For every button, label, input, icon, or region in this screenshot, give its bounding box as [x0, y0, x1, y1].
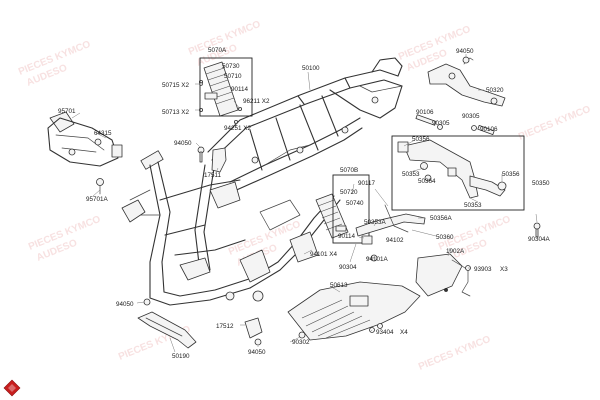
brand-logo [3, 379, 21, 397]
label-50350: 50350 [532, 180, 550, 187]
label-90305-b: 90305 [462, 113, 480, 120]
bracket-50320 [427, 57, 506, 107]
label-50320: 50320 [486, 87, 504, 94]
label-94050-left: 94050 [116, 301, 134, 308]
leader-lines [71, 54, 538, 353]
part-labels: 5070A 50730 50710 90114 96211 X2 50715 X… [58, 47, 551, 360]
label-17511: 17511 [204, 172, 222, 179]
label-90304A: 90304A [528, 236, 551, 243]
label-50190: 50190 [172, 353, 190, 360]
bracket-17511 [211, 147, 227, 173]
bolt-90304A [533, 222, 541, 238]
label-50740: 50740 [346, 200, 364, 207]
bolt-90106-a [415, 114, 437, 126]
label-96211: 96211 X2 [243, 98, 270, 105]
label-90117: 90117 [358, 180, 376, 187]
label-1902A: 1902A [446, 248, 465, 255]
label-90106-a: 90106 [416, 109, 434, 116]
cover-1902A [415, 253, 471, 297]
label-50356-a: 50356 [412, 136, 430, 143]
label-50353-a: 50353 [402, 171, 420, 178]
front-bracket-64315 [47, 111, 123, 167]
bracket-50190 [137, 311, 197, 349]
label-94050-front: 94050 [174, 140, 192, 147]
watermark: PIECES KYMCO [417, 334, 492, 373]
bolt-94050-left [143, 298, 151, 306]
label-50720: 50720 [340, 189, 358, 196]
label-94101A: 94101A [366, 256, 389, 263]
label-90304: 90304 [339, 264, 357, 271]
label-93404: 93404 [376, 329, 394, 336]
footrest-5070B [315, 193, 349, 239]
bolt-94050-bottom [254, 338, 262, 346]
label-50356A: 50356A [430, 215, 453, 222]
floor-panel-50613 [287, 281, 421, 341]
label-50613: 50613 [330, 282, 348, 289]
label-50353A: 50353A [364, 219, 387, 226]
label-95701: 95701 [58, 108, 76, 115]
bolt-90305 [437, 124, 477, 131]
label-90114: 90114 [231, 86, 249, 93]
watermark: PIECES KYMCO [517, 104, 592, 143]
label-17512: 17512 [216, 323, 234, 330]
label-50710: 50710 [224, 73, 242, 80]
box-50350 [391, 135, 525, 211]
bolt-95701A [96, 178, 104, 195]
label-90106-b: 90106 [480, 126, 498, 133]
label-90305-a: 90305 [432, 120, 450, 127]
label-64315: 64315 [94, 130, 112, 137]
bolt-90106-b [477, 124, 495, 136]
label-5070A: 5070A [208, 47, 227, 54]
label-93903: 93903 [474, 266, 492, 273]
label-50100: 50100 [302, 65, 320, 72]
nut-90302 [298, 331, 306, 339]
label-50353-b: 50353 [464, 202, 482, 209]
label-50713: 50713 X2 [162, 109, 189, 116]
label-94251: 94251 X2 [224, 125, 251, 132]
center-stand-50350 [397, 139, 507, 199]
label-95701A: 95701A [86, 196, 109, 203]
label-94101-x4: 94101 X4 [310, 251, 337, 258]
bolt-94050-front [197, 146, 205, 163]
label-50356-b: 50356 [502, 171, 520, 178]
label-50364: 50364 [418, 178, 436, 185]
bracket-17512 [244, 317, 263, 339]
label-93903-qty: X3 [500, 266, 508, 273]
box-5070A [199, 57, 253, 117]
label-93404-qty: X4 [400, 329, 408, 336]
label-90302: 90302 [292, 339, 310, 346]
box-5070B [332, 174, 370, 244]
label-5070B: 5070B [340, 167, 358, 174]
label-90114-b: 90114 [338, 233, 356, 240]
label-94050-bottom: 94050 [248, 349, 266, 356]
label-50715: 50715 X2 [162, 82, 189, 89]
side-stand-50360 [355, 204, 426, 262]
label-94102: 94102 [386, 237, 404, 244]
label-50730: 50730 [222, 63, 240, 70]
label-50360: 50360 [436, 234, 454, 241]
label-94050-top: 94050 [456, 48, 474, 55]
